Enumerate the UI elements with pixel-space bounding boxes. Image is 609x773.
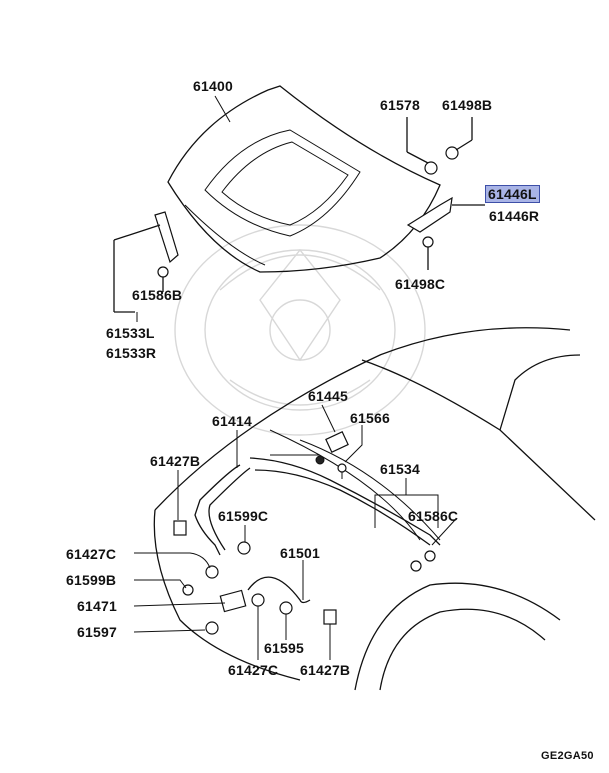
car-body-outline [153, 327, 596, 691]
release-cable [247, 576, 311, 604]
watermark-emblem [174, 224, 426, 436]
drawing-code: GE2GA50 [541, 750, 594, 762]
hood-hinge-left [113, 211, 179, 322]
part-label-61498c[interactable]: 61498C [395, 276, 446, 292]
part-label-61533r[interactable]: 61533R [106, 345, 157, 361]
part-label-61446r[interactable]: 61446R [489, 208, 540, 224]
part-label-61586b[interactable]: 61586B [132, 287, 183, 303]
part-label-61427b-upper[interactable]: 61427B [150, 453, 201, 469]
part-label-61427c-bottom[interactable]: 61427C [228, 662, 279, 678]
part-label-61566[interactable]: 61566 [350, 410, 390, 426]
part-label-61427c-left[interactable]: 61427C [66, 546, 117, 562]
part-label-61414[interactable]: 61414 [212, 413, 252, 429]
part-label-61597[interactable]: 61597 [77, 624, 117, 640]
part-label-61595[interactable]: 61595 [264, 640, 304, 656]
part-label-61445[interactable]: 61445 [308, 388, 348, 404]
part-label-61501[interactable]: 61501 [280, 545, 320, 561]
part-label-61446l-highlighted[interactable]: 61446L [485, 185, 540, 203]
small-parts [173, 431, 436, 635]
part-label-61599b[interactable]: 61599B [66, 572, 117, 588]
leader-lines [133, 404, 456, 660]
part-label-61578[interactable]: 61578 [380, 97, 420, 113]
part-label-61534[interactable]: 61534 [380, 461, 420, 477]
part-label-61533l[interactable]: 61533L [106, 325, 155, 341]
hood-rods [194, 430, 441, 556]
part-label-61498b[interactable]: 61498B [442, 97, 493, 113]
leader-61400 [214, 95, 231, 123]
part-label-61427b-bottom[interactable]: 61427B [300, 662, 351, 678]
hood-hinge-right [406, 117, 485, 270]
hood-panel [167, 85, 441, 273]
part-label-61586c[interactable]: 61586C [408, 508, 459, 524]
part-label-61471[interactable]: 61471 [77, 598, 117, 614]
part-label-61400[interactable]: 61400 [193, 78, 233, 94]
part-label-61599c[interactable]: 61599C [218, 508, 269, 524]
